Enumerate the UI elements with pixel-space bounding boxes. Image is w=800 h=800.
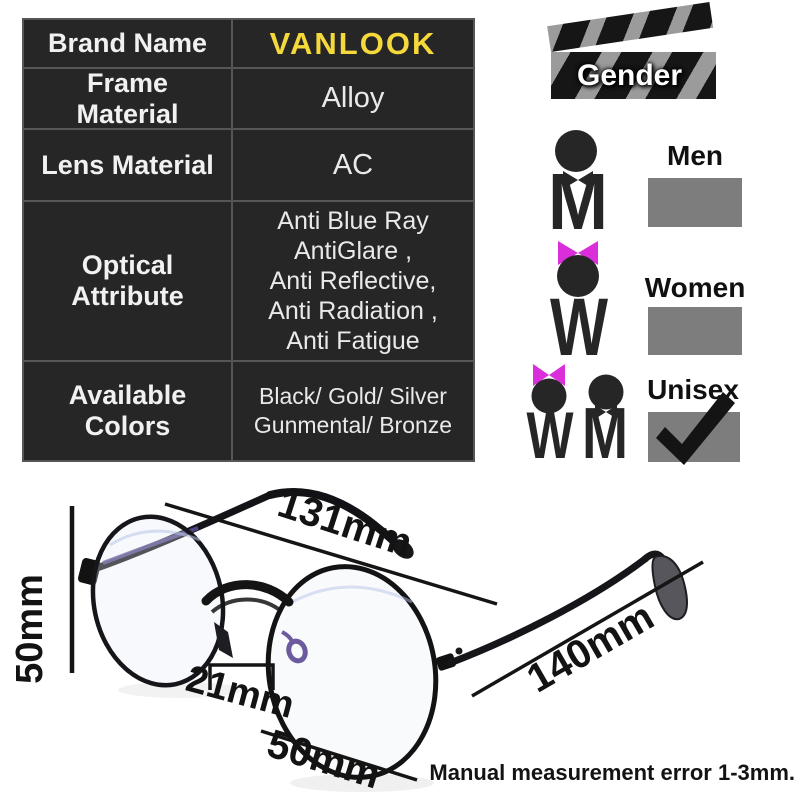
gender-title: Gender <box>577 58 683 92</box>
lens-diameter-line <box>260 729 418 782</box>
svg-text:M: M <box>582 394 628 474</box>
gender-option-unisex-checkbox <box>648 412 740 462</box>
svg-text:W: W <box>550 282 608 373</box>
bridge-width-label: 21mm <box>182 658 299 727</box>
clapperboard-top-bar-icon <box>547 2 714 52</box>
brand-name-value: VANLOOK <box>269 25 437 61</box>
gender-clapperboard-icon: Gender <box>551 52 716 99</box>
lens-width-line <box>164 502 498 606</box>
temple-length-label: 140mm <box>520 594 661 701</box>
spec-value-available-colors: Black/ Gold/ Silver Gunmental/ Bronze <box>253 383 453 438</box>
lens-diameter-label: 50mm <box>262 722 385 798</box>
spec-label-optical-attribute: Optical Attribute <box>24 202 233 362</box>
gender-option-women-label: Women <box>644 272 746 303</box>
unisex-icons: W M <box>527 364 628 474</box>
lens-height-label: 50mm <box>9 574 51 684</box>
bridge-width-bracket <box>208 663 275 690</box>
temple-length-line <box>471 560 704 698</box>
lens-width-label: 131mm <box>273 481 418 565</box>
spec-label-lens-material: Lens Material <box>24 130 233 202</box>
spec-value-optical-attribute: Anti Blue Ray AntiGlare , Anti Reflectiv… <box>233 202 473 362</box>
spec-label-frame-material: Frame Material <box>24 68 233 130</box>
measurement-annotations: 131mm 50mm 21mm 140mm 50mm Manual measur… <box>9 481 795 797</box>
spec-value-lens-material: AC <box>233 130 473 202</box>
measurement-error-note: Manual measurement error 1-3mm. <box>429 760 795 785</box>
spec-label-brand-name: Brand Name <box>24 20 233 69</box>
spec-value-frame-material: Alloy <box>233 69 473 130</box>
svg-text:M: M <box>548 157 608 246</box>
spec-value-brand-name: VANLOOK <box>233 20 473 69</box>
woman-bow-icon: W <box>550 241 608 373</box>
gender-option-men-checkbox <box>648 178 742 227</box>
gender-option-men-label: Men <box>667 140 723 171</box>
svg-text:W: W <box>527 398 575 472</box>
man-bowtie-icon: M <box>548 130 608 246</box>
gender-option-women-checkbox <box>648 307 742 355</box>
gender-option-unisex-label: Unisex <box>647 374 739 405</box>
spec-label-available-colors: Available Colors <box>24 362 233 460</box>
spec-table: Brand Name VANLOOK Frame Material Alloy … <box>22 18 475 462</box>
glasses-photo <box>77 488 688 792</box>
